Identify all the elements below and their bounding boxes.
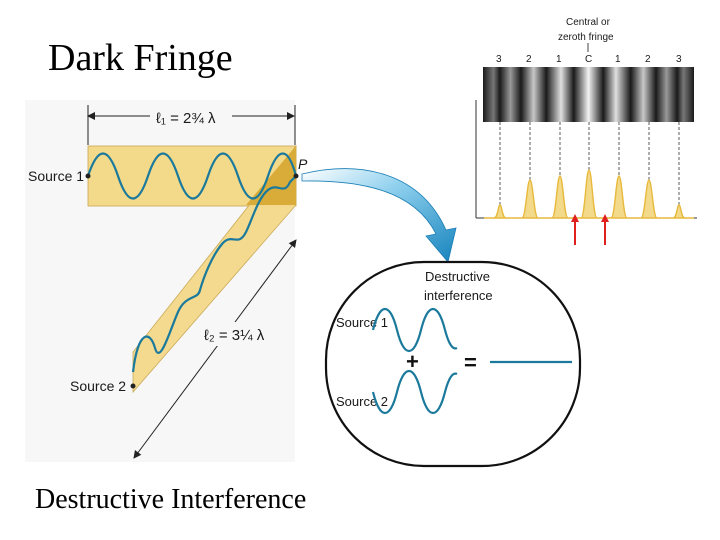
page-title: Dark Fringe (48, 37, 233, 79)
source2-point (130, 383, 136, 389)
fringe-guides (499, 122, 680, 205)
source1-wave (86, 152, 298, 200)
inset-heading-line2: interference (424, 288, 493, 303)
fringe-order-label: 2 (645, 54, 651, 65)
point-p (293, 173, 299, 179)
l2-dimension-arrow (133, 239, 297, 459)
fringe-order-label: 3 (676, 54, 682, 65)
source1-point (85, 173, 91, 179)
plus-sign: + (406, 349, 419, 374)
point-p-label: P (298, 156, 308, 172)
fringe-photo (483, 67, 694, 122)
fringe-order-label: 2 (526, 54, 532, 65)
inset-source2-label: Source 2 (336, 394, 388, 409)
inset-wave-source2 (371, 370, 458, 414)
band-overlap (246, 146, 296, 205)
fringe-order-label: 1 (615, 54, 621, 65)
source1-label: Source 1 (28, 168, 84, 184)
fringe-order-label: 3 (496, 54, 502, 65)
path-diagram: ℓ₁ = 2¾ λ Source 1 Source 2 P ℓ₂ = 3¼ λ (25, 100, 308, 462)
fringe-order-label: 1 (556, 54, 562, 65)
l1-label: ℓ₁ = 2¾ λ (156, 110, 216, 127)
dark-fringe-markers (571, 214, 609, 245)
curved-arrow (301, 168, 457, 263)
equals-sign: = (464, 350, 477, 375)
intensity-peaks (484, 169, 694, 219)
fringe-header-line2: zeroth fringe (558, 32, 614, 43)
inset-source1-label: Source 1 (336, 315, 388, 330)
inset-heading-line1: Destructive (425, 269, 490, 284)
destructive-inset: Destructive interference Source 1 Source… (324, 260, 582, 468)
fringe-pattern: Central or zeroth fringe 3 2 1 C 1 2 3 (475, 17, 697, 245)
l2-label: ℓ₂ = 3¼ λ (204, 327, 265, 344)
fringe-header-line1: Central or (566, 17, 611, 28)
caption: Destructive Interference (35, 484, 307, 515)
source2-label: Source 2 (70, 378, 126, 394)
fringe-order-label: C (585, 54, 592, 65)
inset-wave-source1 (371, 308, 458, 352)
